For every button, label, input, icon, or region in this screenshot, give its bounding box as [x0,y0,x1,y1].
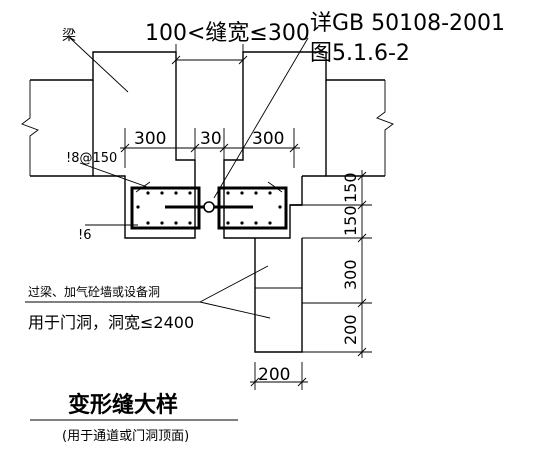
rebar-dia-label: !6 [78,228,91,243]
leader-lines [25,37,309,421]
gap-range-label: 100<缝宽≤300 [145,21,310,46]
ref-code-label: 详GB 50108-2001 [310,11,505,36]
dim-gap: 30 [200,129,222,149]
subtitle: (用于通道或门洞顶面) [62,429,189,444]
dim-v1: 150 [341,172,360,203]
dimension-lines [120,44,372,390]
ref-fig-label: 图5.1.6-2 [310,41,410,66]
dim-left-width: 300 [134,129,166,149]
reinforcement [130,181,288,230]
dim-bottom-width: 200 [258,365,290,385]
dim-right-width: 300 [252,129,284,149]
title: 变形缝大样 [68,392,178,418]
note-line1: 过梁、加气砼墙或设备洞 [28,284,160,299]
dim-v2: 150 [341,205,360,236]
dim-v4: 200 [341,314,360,345]
rebar-spacing-label: !8@150 [66,151,117,166]
note-line2: 用于门洞，洞宽≤2400 [28,313,194,332]
dim-v3: 300 [341,259,360,290]
beam-label: 梁 [62,28,76,44]
